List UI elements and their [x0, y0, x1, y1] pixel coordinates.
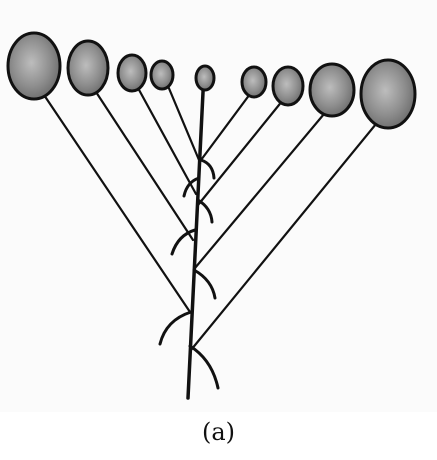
bulb-r3: [310, 64, 354, 116]
bulb-l1: [8, 33, 60, 99]
bulb-r2: [273, 67, 303, 105]
figure-caption: (a): [0, 418, 437, 446]
bulb-l4: [151, 61, 173, 89]
bulb-center: [196, 66, 214, 90]
paper-background: [0, 0, 437, 412]
bulb-l3: [118, 55, 146, 91]
bulb-r1: [242, 67, 266, 97]
bulb-l2: [68, 41, 108, 95]
bulb-r4: [361, 60, 415, 128]
